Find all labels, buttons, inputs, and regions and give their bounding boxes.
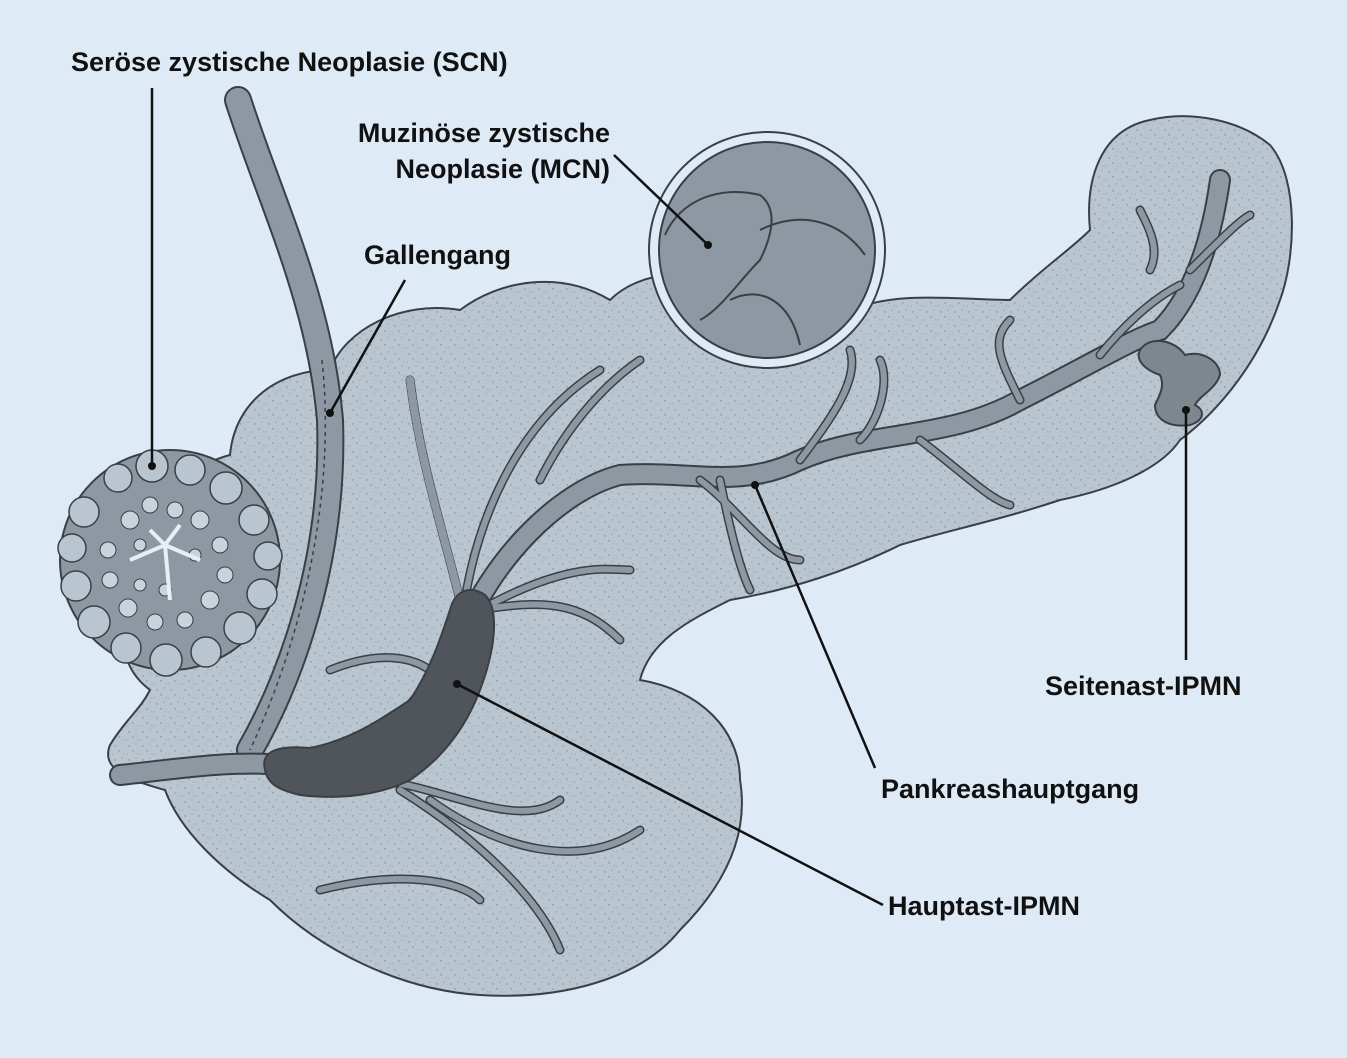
label-mcn: Muzinöse zystische Neoplasie (MCN) [292,115,610,187]
label-gallengang: Gallengang [364,237,511,273]
label-scn: Seröse zystische Neoplasie (SCN) [71,44,508,80]
label-mcn-line2: Neoplasie (MCN) [292,151,610,187]
label-hauptast-ipmn: Hauptast-IPMN [888,888,1080,924]
label-pankreashauptgang: Pankreashauptgang [881,771,1139,807]
scn-cyst-icon [58,450,282,676]
label-seitenast-ipmn: Seitenast-IPMN [1045,668,1242,704]
mcn-cyst-icon [649,132,885,368]
label-mcn-line1: Muzinöse zystische [292,115,610,151]
